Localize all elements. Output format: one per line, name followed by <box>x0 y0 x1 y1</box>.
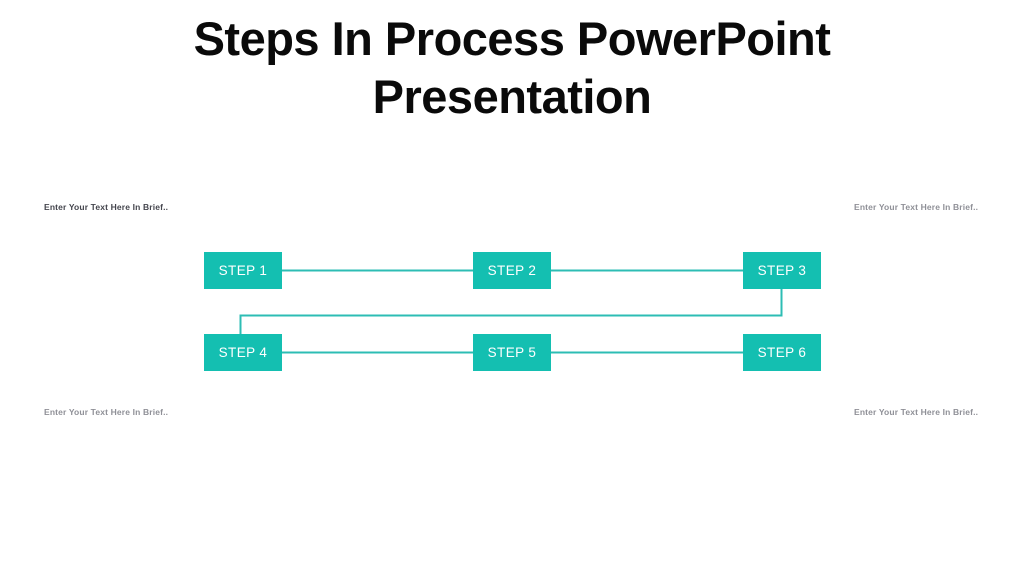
caption-top-left[interactable]: Enter Your Text Here In Brief.. <box>44 202 169 212</box>
caption-bottom-right[interactable]: Enter Your Text Here In Brief.. <box>854 407 979 417</box>
step-box-3[interactable]: STEP 3 <box>743 252 821 289</box>
caption-top-right[interactable]: Enter Your Text Here In Brief.. <box>854 202 979 212</box>
caption-bottom-left[interactable]: Enter Your Text Here In Brief.. <box>44 407 169 417</box>
step-box-1[interactable]: STEP 1 <box>204 252 282 289</box>
step-box-5-label: STEP 5 <box>487 345 537 360</box>
step-box-5[interactable]: STEP 5 <box>473 334 551 371</box>
step-box-6[interactable]: STEP 6 <box>743 334 821 371</box>
step-box-2-label: STEP 2 <box>487 263 537 278</box>
page-title: Steps In Process PowerPoint Presentation <box>193 12 831 123</box>
step-box-1-label: STEP 1 <box>218 263 268 278</box>
step-box-4[interactable]: STEP 4 <box>204 334 282 371</box>
step-box-4-label: STEP 4 <box>218 345 268 360</box>
step-box-3-label: STEP 3 <box>757 263 807 278</box>
connector-step3-step4 <box>239 289 783 334</box>
step-box-2[interactable]: STEP 2 <box>473 252 551 289</box>
step-box-6-label: STEP 6 <box>757 345 807 360</box>
